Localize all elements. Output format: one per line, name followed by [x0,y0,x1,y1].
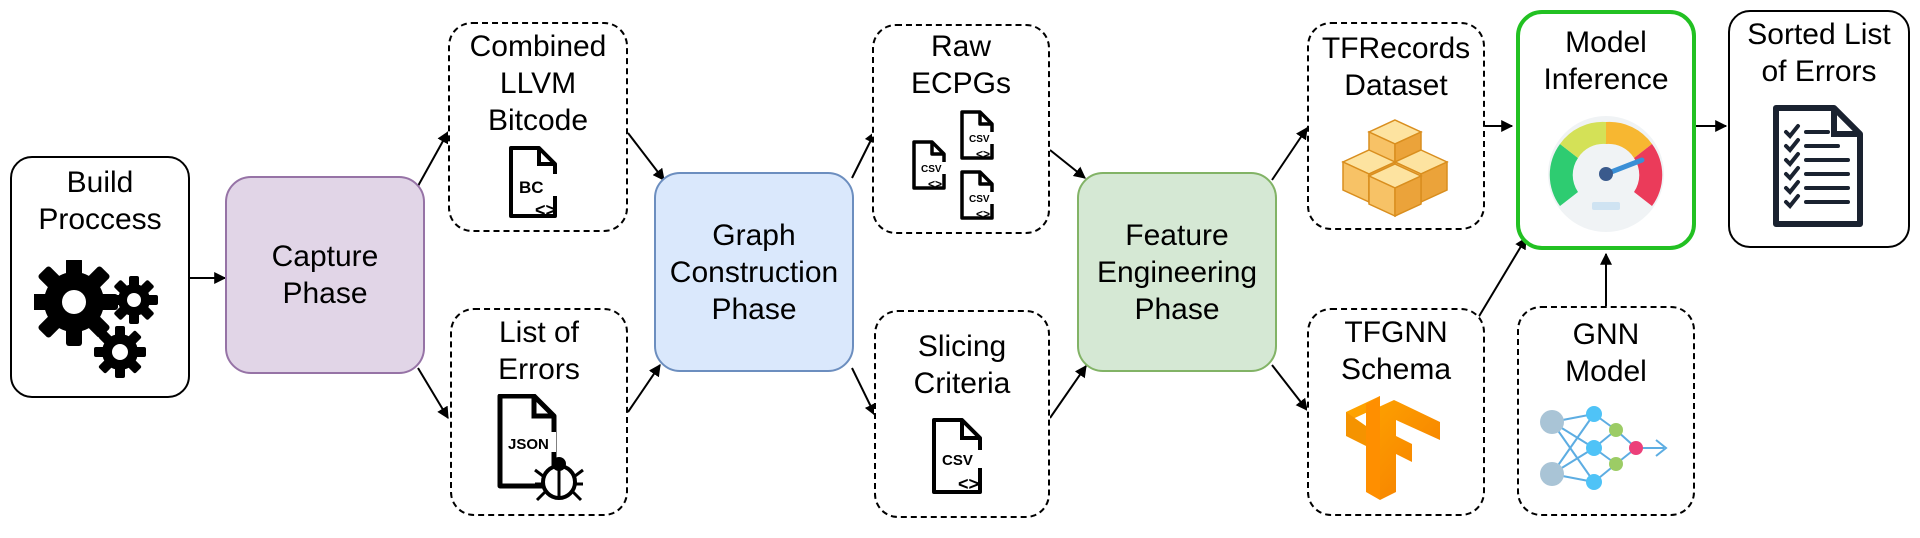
capture-phase-label: Capture Phase [271,240,379,310]
svg-text:CSV: CSV [969,194,990,205]
slicing-criteria-node: Slicing Criteria [874,310,1050,518]
feature-engineering-phase-node: Feature Engineering Phase [1077,172,1277,372]
bug-icon [534,457,584,502]
arrow-errors-graph [627,364,661,413]
svg-text:JSON: JSON [508,436,549,453]
cubes-icon [1341,119,1449,218]
arrow-feature-tfrecords [1271,127,1308,181]
gauge-icon [1548,116,1664,232]
tensorflow-icon [1346,396,1440,500]
raw-ecpgs-label: Raw ECPGs [910,30,1012,100]
arrow-ecpg-feature [1049,149,1086,179]
build-process-label: Build Proccess [38,166,162,236]
llvm-bitcode-node: Combined LLVM Bitcode [448,22,628,232]
svg-text:<>: <> [535,200,556,218]
svg-text:<>: <> [976,207,990,221]
csv-file-icon: CSV <> [932,418,986,494]
tfgnn-schema-label: TFGNN Schema [1340,316,1452,386]
neural-network-icon [1540,406,1668,490]
arrow-feature-tfgnn [1271,364,1308,411]
list-of-errors-label: List of Errors [498,316,580,386]
tfrecords-dataset-label: TFRecords Dataset [1321,32,1471,102]
svg-text:BC: BC [519,178,544,197]
bc-file-icon: BC <> [509,146,559,218]
llvm-bitcode-label: Combined LLVM Bitcode [469,30,607,137]
arrow-tfgnn-inference [1477,236,1527,319]
sorted-list-of-errors-label: Sorted List of Errors [1747,18,1891,88]
graph-construction-phase-label: Graph Construction Phase [669,218,839,326]
arrow-llvm-graph [627,132,665,181]
feature-engineering-phase-label: Feature Engineering Phase [1096,218,1258,326]
gnn-model-label: GNN Model [1565,318,1647,388]
graph-construction-phase-node: Graph Construction Phase [654,172,854,372]
arrow-capture-errors [417,367,449,420]
gears-icon [34,260,158,378]
tfrecords-dataset-node: TFRecords Dataset [1307,22,1485,230]
svg-text:<>: <> [958,474,979,494]
arrow-slicing-feature [1049,365,1087,419]
slicing-criteria-label: Slicing Criteria [913,330,1011,400]
svg-text:CSV: CSV [921,164,942,175]
svg-text:<>: <> [976,147,990,161]
svg-text:CSV: CSV [969,134,990,145]
model-inference-label: Model Inference [1543,26,1669,96]
arrow-graph-ecpg [851,130,876,179]
svg-text:CSV: CSV [942,452,973,469]
arrow-graph-slicing [851,367,876,417]
sorted-list-of-errors-node: Sorted List of Errors [1728,10,1910,248]
json-file-icon: JSON [497,394,557,489]
csv-files-icon: CSV CSV CSV <> <> <> [912,110,998,221]
capture-phase-node: Capture Phase [225,176,425,374]
arrow-capture-llvm [417,130,449,187]
list-of-errors-node: List of Errors [450,308,628,516]
checklist-icon [1773,105,1863,227]
svg-text:<>: <> [928,177,942,191]
